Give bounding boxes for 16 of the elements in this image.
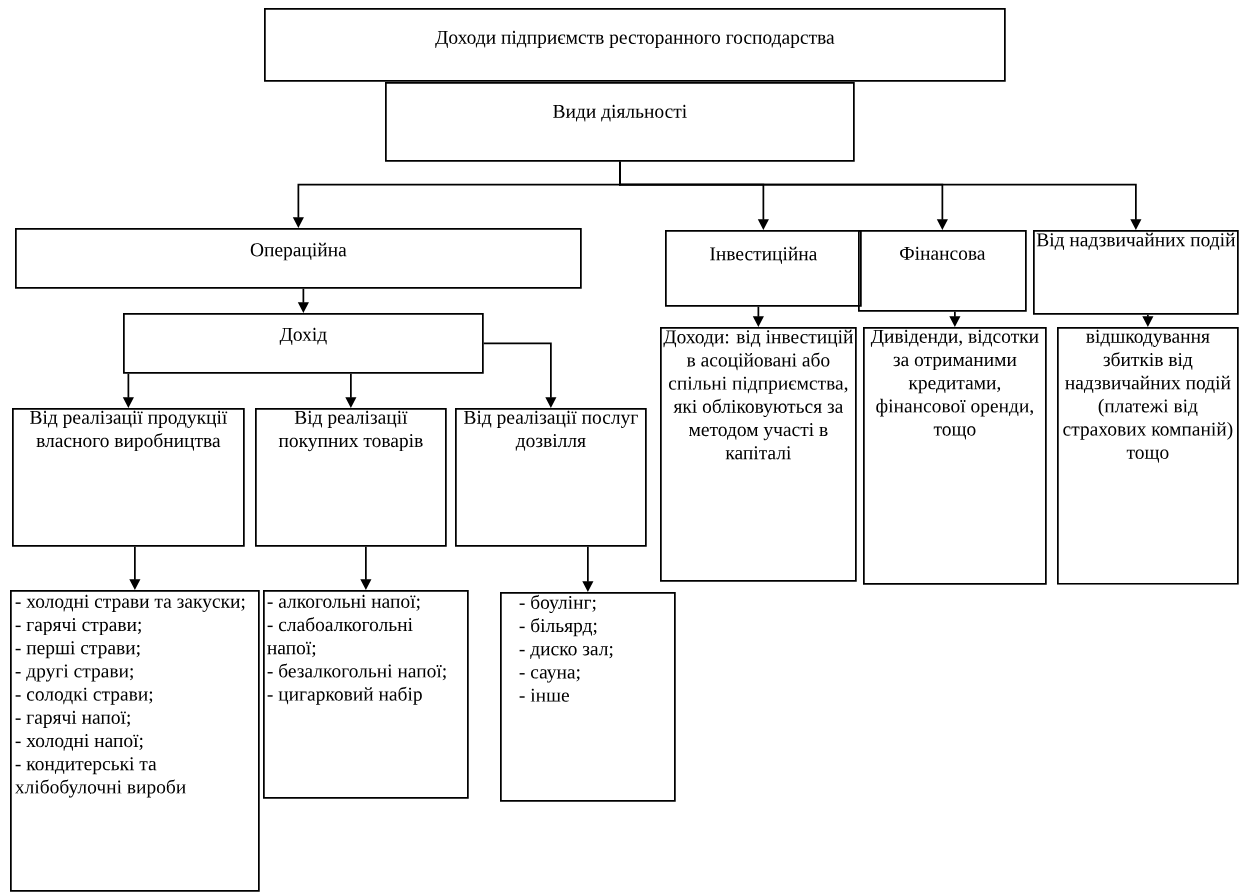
list-box: - холодні страви та закуски; - гарячі страви; - перші страви; - другі страви; - солодкі страви; - гарячі напої; - холодні напої; - кондитерські та хлібобулочні вироби [10,590,260,892]
text-box: Доходи: від інвестицій в асоційовані або спільні підприємства, які обліковуються за методом участі в капіталі [660,327,857,582]
text-box: Доходи підприємств ресторанного господарства [264,8,1006,82]
text-box: Види діяльності [385,82,855,162]
text-box: Від надзвичайних подій [1033,230,1239,315]
list-box: - боулінг; - більярд; - диско зал; - сауна; - інше [500,592,676,802]
text-box: Від реалізації продукції власного виробництва [12,408,245,547]
text-box: Від реалізації послуг дозвілля [455,408,647,547]
text-box: Дивіденди, відсотки за отриманими кредитами, фінансової оренди, тощо [863,327,1047,585]
list-box: - алкогольні напої; - слабоалкогольні напої; - безалкогольні напої; - цигарковий набір [263,590,469,799]
text-box: Дохід [123,313,484,374]
text-box: Від реалізації покупних товарів [255,408,447,547]
text-box: відшкодування збитків від надзвичайних подій (платежі від страхових компаній) тощо [1057,327,1239,585]
text-box: Фінансова [858,230,1027,312]
text-box: Операційна [15,228,582,289]
text-box: Інвестиційна [665,230,862,307]
